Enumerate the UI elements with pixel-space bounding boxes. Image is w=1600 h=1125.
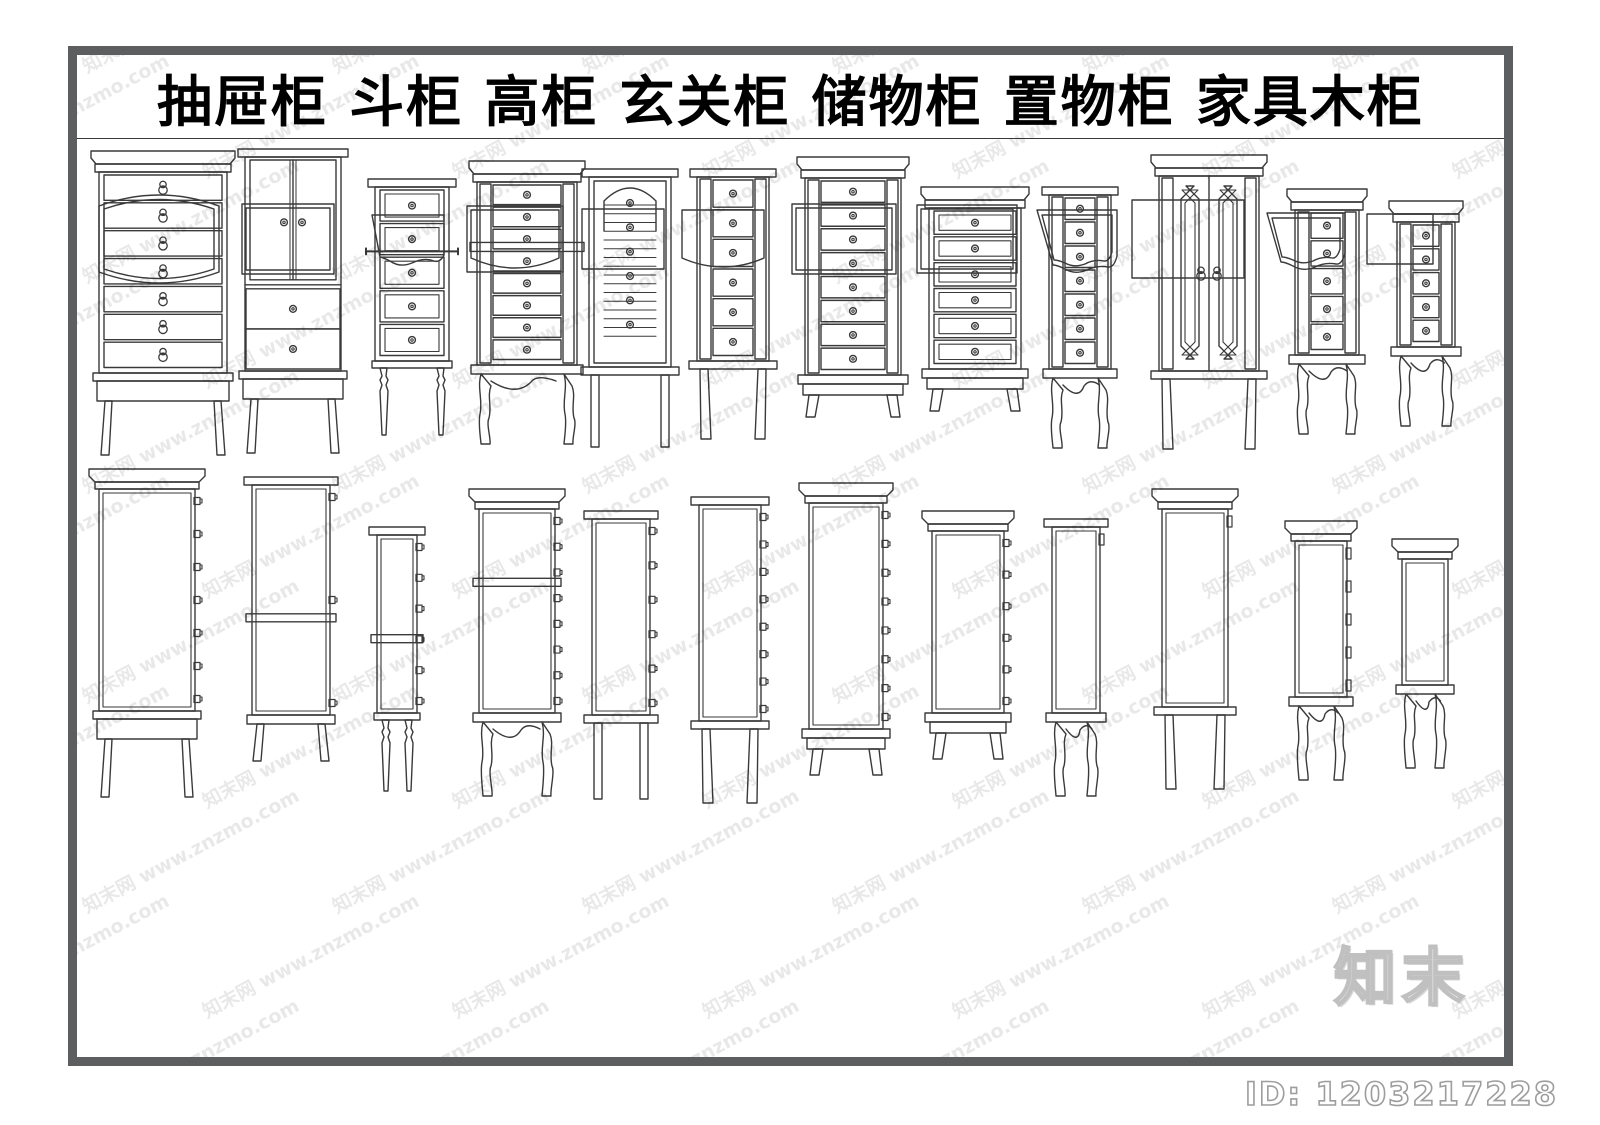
- side-eight-drawer-column-chest: [468, 488, 566, 797]
- drawing-sheet: 抽屉柜 斗柜 高柜 玄关柜 储物柜 置物柜 家具木柜 知末网 www.znzmo…: [68, 46, 1513, 1066]
- front-five-drawer-slim-chest: [1388, 200, 1464, 427]
- side-six-drawer-framed-chest: [921, 510, 1015, 760]
- brand-logo: 知末: [1333, 940, 1470, 1016]
- front-eight-drawer-column-chest: [468, 160, 586, 445]
- side-two-door-two-drawer-cabinet: [243, 476, 339, 762]
- plan-wavy-bottom-chest-2: [1266, 212, 1346, 270]
- title-band: 抽屉柜 斗柜 高柜 玄关柜 储物柜 置物柜 家具木柜: [77, 55, 1504, 139]
- front-two-door-armoire: [1150, 154, 1268, 450]
- side-five-drawer-slim-chest: [1391, 538, 1459, 769]
- front-five-drawer-cabriole-chest: [1286, 188, 1368, 435]
- plan-bow-bottom-chest: [681, 209, 765, 268]
- front-six-drawer-tall-chest: [688, 168, 778, 440]
- plan-framed-rect-chest-2: [916, 204, 1018, 274]
- front-six-drawer-framed-chest: [920, 186, 1030, 412]
- side-five-drawer-nightstand: [368, 526, 426, 792]
- side-eight-drawer-pilaster-chest: [798, 482, 894, 776]
- plan-large-rect-chest: [1131, 199, 1245, 279]
- side-seven-drawer-chest: [88, 468, 206, 798]
- front-five-drawer-nightstand: [365, 178, 459, 436]
- side-two-door-armoire: [1151, 488, 1239, 790]
- plan-rect-double-frame-chest: [241, 203, 335, 275]
- side-five-drawer-cabriole-chest: [1284, 520, 1358, 781]
- front-eight-drawer-pilaster-chest: [796, 156, 910, 418]
- plan-bowed-front-chest: [98, 194, 220, 284]
- side-six-drawer-tall-chest: [690, 496, 770, 804]
- plan-small-scallop-chest: [371, 214, 445, 266]
- plan-curved-bottom-chest: [466, 205, 564, 273]
- cad-drawing-canvas: [77, 139, 1504, 1057]
- plan-plain-rect-chest: [581, 208, 665, 270]
- front-two-door-two-drawer-cabinet: [237, 148, 349, 454]
- front-louvered-arch-cabinet: [580, 168, 680, 448]
- front-seven-drawer-cabriole-chest: [1041, 186, 1119, 449]
- side-louvered-arch-cabinet: [583, 510, 659, 800]
- asset-id-label: ID: 1203217228: [1244, 1074, 1558, 1114]
- page-title: 抽屉柜 斗柜 高柜 玄关柜 储物柜 置物柜 家具木柜: [157, 69, 1424, 134]
- side-seven-drawer-cabriole-chest: [1043, 518, 1109, 797]
- cad-vector-drawing: [88, 148, 1464, 804]
- front-seven-drawer-chest: [90, 150, 236, 456]
